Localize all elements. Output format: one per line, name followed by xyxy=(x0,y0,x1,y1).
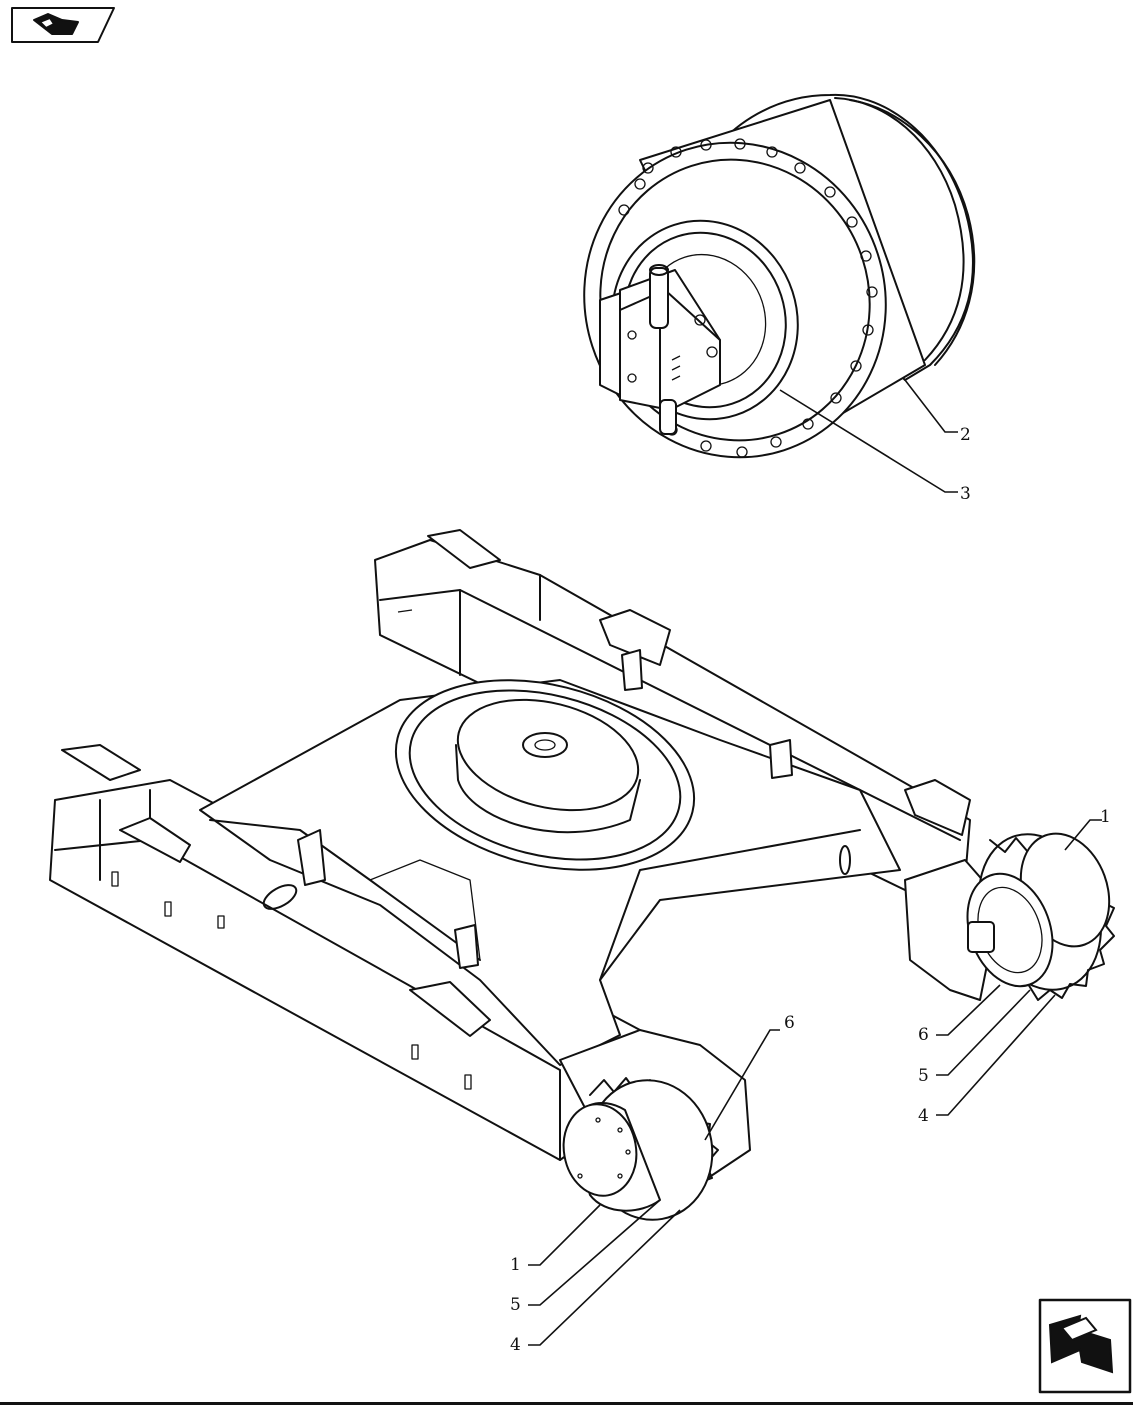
callout-left-4: 4 xyxy=(510,1335,521,1355)
valve-block xyxy=(599,264,721,435)
callout-right-4: 4 xyxy=(918,1106,929,1126)
leader-left-4 xyxy=(528,1209,681,1346)
callout-left-6: 6 xyxy=(784,1013,795,1033)
leader-left-5 xyxy=(528,1199,661,1306)
undercarriage-frame xyxy=(49,529,971,1161)
left-final-drive xyxy=(528,1029,780,1346)
callout-left-5: 5 xyxy=(510,1295,521,1315)
callout-right-6: 6 xyxy=(918,1025,929,1045)
leader-right-1 xyxy=(1064,819,1102,851)
leader-right-5 xyxy=(936,989,1031,1076)
bottom-rule xyxy=(0,1402,1133,1405)
next-page-icon[interactable] xyxy=(1038,1298,1132,1394)
leader-right-6 xyxy=(936,984,1001,1036)
travel-motor-assembly xyxy=(583,93,976,493)
previous-page-icon[interactable] xyxy=(11,7,115,43)
leader-left-1 xyxy=(528,1204,601,1266)
leader-left-6 xyxy=(704,1029,780,1141)
callout-right-1: 1 xyxy=(1100,807,1111,827)
callout-2: 2 xyxy=(960,425,971,445)
leader-2 xyxy=(904,379,958,433)
callout-3: 3 xyxy=(960,484,971,504)
leader-3 xyxy=(779,389,958,493)
swing-bearing xyxy=(394,679,696,871)
callout-right-5: 5 xyxy=(918,1066,929,1086)
leader-right-4 xyxy=(936,994,1056,1116)
callout-left-1: 1 xyxy=(510,1255,521,1275)
right-final-drive xyxy=(904,819,1115,1116)
flange-bolt-holes xyxy=(618,138,878,458)
